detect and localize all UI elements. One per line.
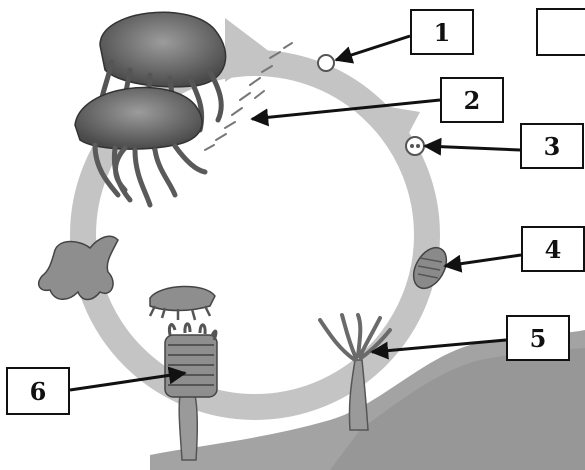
planula-stage	[412, 246, 448, 290]
egg-stage	[317, 54, 335, 72]
pointer-arrows	[69, 34, 522, 392]
polyp-stage	[318, 313, 392, 431]
cycle-arrowhead-top	[225, 18, 270, 82]
zygote-stage	[405, 136, 425, 156]
label-4-text: 4	[544, 234, 562, 264]
label-box-1: 1	[410, 9, 474, 55]
label-1-text: 1	[433, 17, 451, 47]
ephyra-stage	[148, 285, 216, 321]
strobila-stage	[164, 322, 218, 461]
blank-answer-box	[536, 8, 585, 56]
label-3-text: 3	[543, 131, 561, 161]
label-box-3: 3	[520, 123, 584, 169]
label-box-4: 4	[521, 226, 585, 272]
medusa-lower	[74, 86, 208, 208]
label-5-text: 5	[529, 323, 547, 353]
gamete-dashes	[204, 42, 293, 151]
life-cycle-ring	[70, 50, 440, 420]
substrate-ground-shade	[330, 348, 585, 470]
young-medusa-stage	[38, 235, 119, 301]
label-box-5: 5	[506, 315, 570, 361]
label-box-2: 2	[440, 77, 504, 123]
cycle-arrowhead-right	[378, 105, 420, 150]
label-box-6: 6	[6, 367, 70, 415]
label-6-text: 6	[29, 376, 47, 406]
label-2-text: 2	[463, 85, 481, 115]
